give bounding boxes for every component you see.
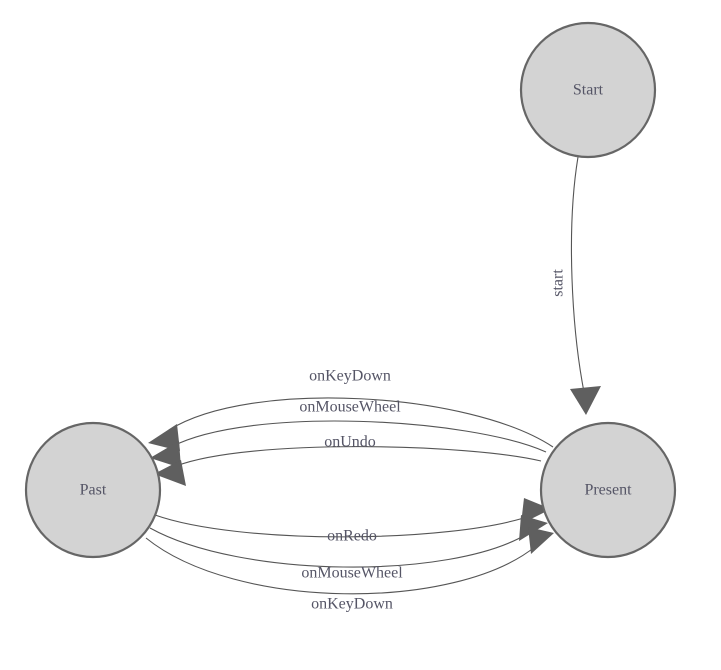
node-past-circle (24, 421, 162, 559)
node-present-circle (539, 421, 677, 559)
node-past[interactable]: Past (24, 421, 162, 559)
edge-line (149, 527, 528, 568)
edge-present-to-past-onmousewheel[interactable]: onMouseWheel (150, 399, 547, 468)
edge-line (170, 420, 547, 453)
arrowhead-icon (150, 441, 181, 468)
edge-label-onredo: onRedo (327, 528, 377, 545)
edge-present-to-past-onundo[interactable]: onUndo (154, 434, 542, 486)
edge-label-onmousewheel-bottom: onMouseWheel (301, 565, 403, 582)
edge-label-start: start (550, 269, 567, 297)
edge-label-onundo: onUndo (324, 434, 376, 451)
arrowhead-icon (519, 515, 548, 541)
node-present[interactable]: Present (539, 421, 677, 559)
arrowhead-icon (148, 424, 180, 451)
edge-present-to-past-onkeydown[interactable]: onKeyDown (148, 368, 554, 451)
edge-line (570, 156, 585, 393)
node-past-label: Past (80, 482, 107, 499)
edge-line (154, 514, 531, 538)
edge-line (168, 397, 554, 448)
edge-label-onkeydown-bottom: onKeyDown (311, 596, 393, 613)
edge-start-to-present[interactable]: start (550, 156, 601, 415)
edge-past-to-present-onredo[interactable]: onRedo (154, 498, 551, 545)
edge-past-to-present-onmousewheel[interactable]: onMouseWheel (149, 515, 548, 582)
edge-line (145, 537, 537, 595)
node-start-circle (519, 21, 657, 159)
arrowhead-icon (570, 386, 601, 415)
node-present-label: Present (584, 482, 632, 499)
edge-label-onmousewheel-top: onMouseWheel (299, 399, 401, 416)
edge-past-to-present-onkeydown[interactable]: onKeyDown (145, 527, 554, 613)
node-start-label: Start (573, 82, 604, 99)
edge-line (175, 446, 542, 467)
arrowhead-icon (154, 460, 186, 486)
arrowhead-icon (528, 527, 554, 554)
node-start[interactable]: Start (519, 21, 657, 159)
edge-label-onkeydown-top: onKeyDown (309, 368, 391, 385)
